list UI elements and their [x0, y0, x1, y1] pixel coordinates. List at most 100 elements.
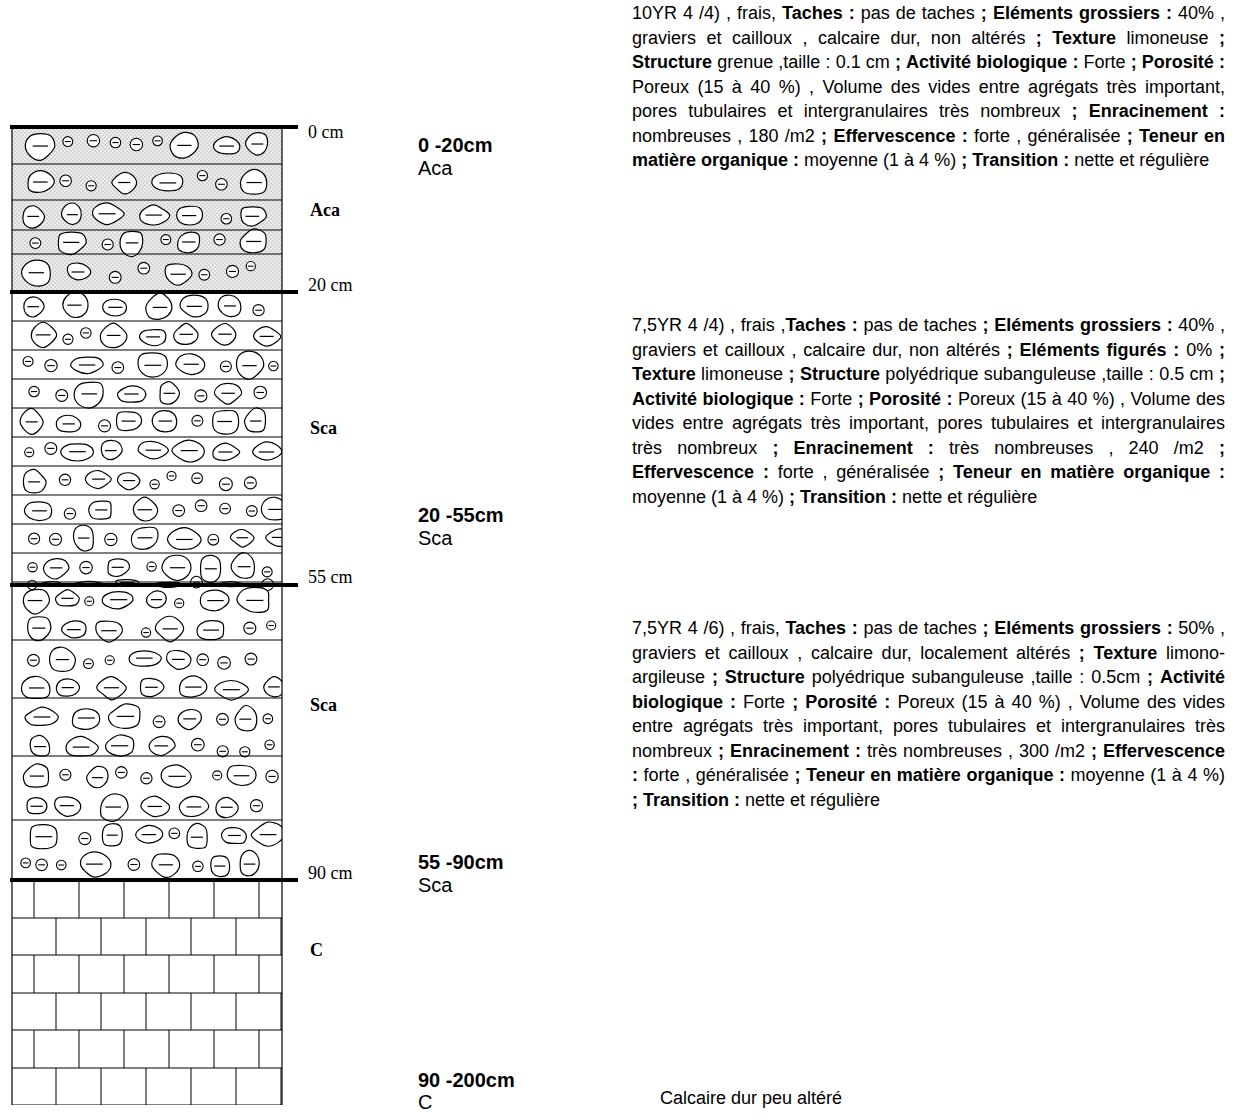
pebble-symbol — [102, 239, 113, 250]
stone-dash — [108, 307, 122, 308]
layer-line — [12, 408, 282, 409]
stone-dash — [142, 834, 156, 835]
text-run — [800, 765, 806, 785]
pebble-symbol — [167, 471, 176, 480]
stone-symbol — [23, 589, 49, 614]
stone-symbol — [244, 408, 265, 432]
text-run: Taches : — [782, 3, 855, 23]
stone-dash — [144, 365, 161, 366]
stone-symbol — [28, 617, 51, 641]
stone-dash — [36, 334, 51, 335]
text-run: ; — [1219, 364, 1225, 384]
stone-dash — [118, 182, 130, 183]
stone-dash — [121, 421, 135, 422]
pebble-symbol — [128, 859, 140, 871]
stone-symbol — [30, 735, 49, 756]
pebble-symbol — [213, 771, 222, 780]
stone-dash — [78, 537, 90, 538]
stone-symbol — [102, 824, 122, 846]
stone-dash — [136, 658, 153, 659]
pebble-dash — [82, 567, 90, 568]
text-run — [718, 667, 725, 687]
stone-dash — [110, 599, 127, 600]
text-run: limoneuse — [696, 364, 789, 384]
stone-dash — [268, 686, 280, 687]
pebble-dash — [219, 751, 226, 752]
stone-dash — [123, 480, 135, 481]
text-run — [827, 126, 833, 146]
text-run — [944, 462, 953, 482]
stone-symbol — [23, 764, 48, 787]
text-run: ; — [1131, 52, 1137, 72]
text-run: ; — [1219, 438, 1225, 458]
pebble-dash — [47, 365, 54, 366]
pebble-symbol — [244, 477, 256, 489]
horizon-label: Aca — [310, 200, 340, 222]
stone-dash — [268, 509, 281, 510]
pebble-symbol — [29, 386, 39, 396]
stone-symbol — [56, 415, 80, 432]
stone-symbol — [211, 856, 230, 877]
text-run: ; — [632, 790, 638, 810]
text-run: ; — [718, 741, 724, 761]
stone-dash — [218, 451, 232, 452]
brick-joint — [281, 1068, 282, 1105]
brick-joint — [101, 993, 102, 1030]
stone-dash — [138, 537, 153, 538]
pebble-symbol — [208, 534, 219, 545]
stone-symbol — [152, 173, 183, 191]
text-run: pas de taches — [858, 618, 983, 638]
stone-symbol — [97, 677, 127, 700]
stone-dash — [112, 567, 124, 568]
stone-dash — [146, 214, 162, 215]
layer-line — [12, 582, 282, 583]
horizon-label: Sca — [310, 418, 337, 440]
pebble-symbol — [226, 265, 238, 277]
pebble-symbol — [21, 858, 31, 868]
pebble-symbol — [193, 861, 203, 871]
stone-symbol — [266, 529, 282, 546]
stone-dash — [124, 393, 138, 394]
brick-joint — [101, 918, 102, 955]
layer-line — [12, 756, 282, 757]
pebble-dash — [194, 420, 201, 421]
text-run: ; — [1127, 126, 1133, 146]
pebble-symbol — [87, 135, 99, 147]
stone-dash — [170, 274, 185, 275]
text-run: forte , généralisée — [638, 765, 794, 785]
brick-joint — [79, 880, 80, 918]
stone-symbol — [213, 410, 239, 434]
text-run: 7,5YR 4 /4) , frais , — [632, 315, 785, 335]
stone-dash — [184, 364, 199, 365]
text-run: très nombreuses , 300 /m2 — [861, 741, 1091, 761]
text-run: ; — [789, 487, 795, 507]
text-run: 10YR 4 /4) , frais, — [632, 3, 782, 23]
brick-joint — [124, 955, 125, 993]
pebble-dash — [86, 663, 92, 664]
pebble-symbol — [63, 137, 73, 147]
text-run: Forte — [805, 389, 858, 409]
stone-symbol — [174, 323, 198, 344]
brick-joint — [169, 955, 170, 993]
brick-joint — [281, 918, 282, 955]
stone-dash — [63, 242, 79, 243]
text-run: Porosité : — [869, 389, 952, 409]
text-run: pas de taches — [855, 3, 981, 23]
stone-dash — [176, 539, 193, 540]
horizon-label: C — [310, 940, 323, 962]
stone-dash — [170, 567, 185, 568]
text-run: nette et régulière — [897, 487, 1037, 507]
stone-dash — [251, 143, 263, 144]
stone-dash — [32, 510, 47, 511]
stone-dash — [27, 306, 39, 307]
pebble-symbol — [195, 390, 207, 402]
text-run: ; — [772, 438, 778, 458]
pebble-dash — [67, 513, 74, 514]
stone-dash — [207, 600, 223, 601]
text-run: Forte — [1078, 52, 1130, 72]
pebble-dash — [32, 243, 39, 244]
stone-dash — [126, 242, 138, 243]
pebble-dash — [156, 721, 163, 722]
layer-line — [12, 379, 282, 380]
stone-symbol — [25, 707, 58, 725]
